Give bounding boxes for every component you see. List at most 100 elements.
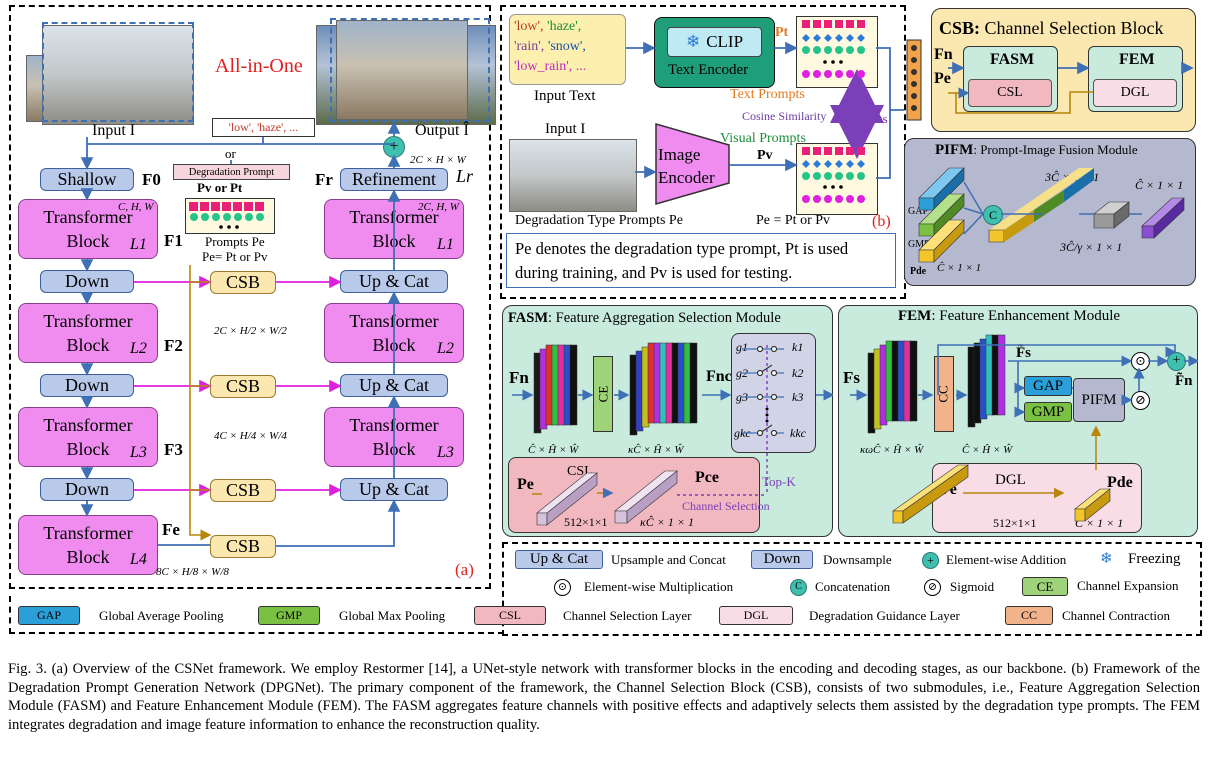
legend-down-box-label: Down — [763, 551, 801, 567]
legend-snowflake-icon: ❄ — [1100, 549, 1113, 568]
fasm-channel-selection: Channel Selection — [682, 499, 770, 513]
csb-csl-block: CSL — [968, 79, 1052, 107]
fasm-shapes — [512, 342, 833, 526]
fem-gmp-block: GMP — [1024, 402, 1072, 422]
g1: g1 — [736, 340, 748, 354]
fem-fn-tilde: F̃n — [1175, 373, 1193, 389]
text-encoder-label: Text Encoder — [668, 62, 749, 78]
panel-a-tag: (a) — [455, 560, 474, 579]
f2-label: F2 — [164, 336, 183, 355]
fem-pifm-block: PIFM — [1073, 378, 1125, 422]
legend-down-box: Down — [751, 550, 813, 569]
transformer-label: Transformer — [43, 415, 133, 435]
fem-fs: Fs — [843, 368, 860, 387]
out-chw: 2C × H × W — [410, 154, 466, 166]
enc-l2: L2 — [130, 340, 147, 357]
fem-gap-block: GAP — [1024, 376, 1072, 396]
fe-label: Fe — [162, 520, 180, 539]
legend-freezing-text: Freezing — [1128, 551, 1181, 567]
text-prompts-label: Text Prompts — [730, 87, 805, 102]
legend-multiply-text: Element-wise Multiplication — [584, 579, 734, 594]
legend-snowflake-symbol: ❄ — [1100, 551, 1113, 567]
fasm-dim-mid: κĈ × Ĥ × Ŵ — [628, 444, 684, 456]
refinement-label: Refinement — [352, 169, 436, 189]
output-image-frame — [330, 18, 490, 122]
image-encoder-label-1: Image — [658, 145, 701, 164]
lr-label: Lr — [456, 166, 474, 186]
fem-gmp-label: GMP — [1031, 403, 1065, 420]
input-image-front — [42, 25, 194, 125]
csb-fn: Fn — [934, 46, 953, 63]
all-in-one-title: All-in-One — [215, 55, 303, 77]
down-block-2: Down — [40, 374, 134, 397]
text-item-rain: 'rain', — [514, 39, 548, 54]
legend-add-text: Element-wise Addition — [946, 552, 1067, 567]
pifm-pde: Pde — [910, 266, 927, 277]
csb-label: CSB — [225, 272, 261, 292]
fem-cc-block: CC — [934, 356, 954, 432]
legend-ce-box-label: CE — [1036, 578, 1054, 594]
text-item-low-rain: 'low_rain', ... — [514, 59, 587, 74]
degraded-image-grid — [509, 139, 637, 212]
legend-cc-text: Channel Contraction — [1062, 608, 1170, 623]
panel-a-connectors — [80, 121, 401, 547]
legend-bottom-border — [9, 596, 504, 634]
fem-dim-mid: Ĉ × Ĥ × Ŵ — [962, 444, 1013, 456]
text-tag: 'low', 'haze', ... — [228, 120, 299, 134]
block-label: Block — [66, 439, 110, 459]
legend-gmp-text: Global Max Pooling — [339, 608, 446, 623]
cosine-label: Cosine Similarity — [742, 109, 827, 123]
legend-gap-box: GAP — [18, 606, 80, 625]
fem-dim-in: κωĈ × Ĥ × Ŵ — [860, 444, 924, 456]
dim-level-3: 4C × H/4 × W/4 — [214, 430, 287, 442]
fasm-dkc: κĈ × 1 × 1 — [640, 515, 694, 529]
csb-dgl-block: DGL — [1093, 79, 1177, 107]
legend-concat-text: Concatenation — [815, 579, 891, 594]
legend-sigmoid-text: Sigmoid — [950, 579, 995, 594]
fasm-title: FASM: Feature Aggregation Selection Modu… — [508, 310, 781, 327]
k2: k2 — [792, 366, 804, 380]
degradation-prompt-box: Degradation Prompt — [173, 164, 290, 180]
fem-shapes — [850, 334, 1198, 524]
legend-multiply-symbol: ⊙ — [557, 581, 568, 593]
figure-caption: Fig. 3. (a) Overview of the CSNet framew… — [8, 661, 1200, 733]
clip-label: CLIP — [706, 32, 744, 51]
pt-label: Pt — [775, 25, 789, 40]
dim-level-4: 8C × H/8 × W/8 — [156, 566, 229, 578]
legend-sigmoid-symbol: ⊘ — [927, 581, 938, 593]
transformer-block-enc-1: Transformer Block — [18, 199, 158, 259]
down-label: Down — [65, 479, 109, 499]
legend-concat-symbol: C — [795, 581, 802, 592]
pv-label: Pv — [757, 148, 773, 163]
csb-label: CSB — [225, 536, 261, 556]
fasm-d512: 512×1×1 — [564, 515, 608, 529]
legend-ce-text: Channel Expansion — [1077, 578, 1179, 593]
fasm-fnc: Fnc — [706, 368, 732, 385]
down-label: Down — [65, 271, 109, 291]
input-label: Input I — [92, 122, 136, 139]
fasm-pe: Pe — [517, 476, 534, 493]
transformer-label: Transformer — [43, 207, 133, 227]
legend-upcat-box-label: Up & Cat — [529, 551, 589, 567]
degradation-type-label: Degradation Type Prompts Pe — [515, 213, 683, 228]
visual-prompts-label: Visual Prompts — [720, 131, 806, 146]
legend-upcat-box: Up & Cat — [515, 550, 603, 569]
text-item-low: 'low', — [514, 19, 548, 34]
csb-title-rest: Channel Selection Block — [980, 18, 1164, 38]
legend-concat-icon: C — [790, 579, 807, 596]
input-text-box: 'low', 'haze', 'rain', 'snow', 'low_rain… — [509, 14, 626, 85]
block-label: Block — [66, 231, 110, 251]
f0-label: F0 — [142, 170, 161, 189]
pe-eq-b: Pe = Pt or Pv — [756, 213, 831, 228]
legend-add-icon: + — [922, 552, 939, 569]
legend-add-symbol: + — [927, 553, 934, 567]
fem-title: FEM: Feature Enhancement Module — [898, 308, 1120, 325]
block-label: Block — [66, 547, 110, 567]
input-text-label: Input Text — [534, 88, 596, 104]
csb-fem-label: FEM — [1119, 51, 1155, 68]
clip-inner: ❄CLIP — [667, 27, 762, 57]
panel-b-tag: (b) — [872, 213, 891, 230]
input-i-label: Input I — [545, 121, 586, 137]
legend-gap-text: Global Average Pooling — [99, 608, 224, 623]
legend-csl-text: Channel Selection Layer — [563, 608, 692, 623]
